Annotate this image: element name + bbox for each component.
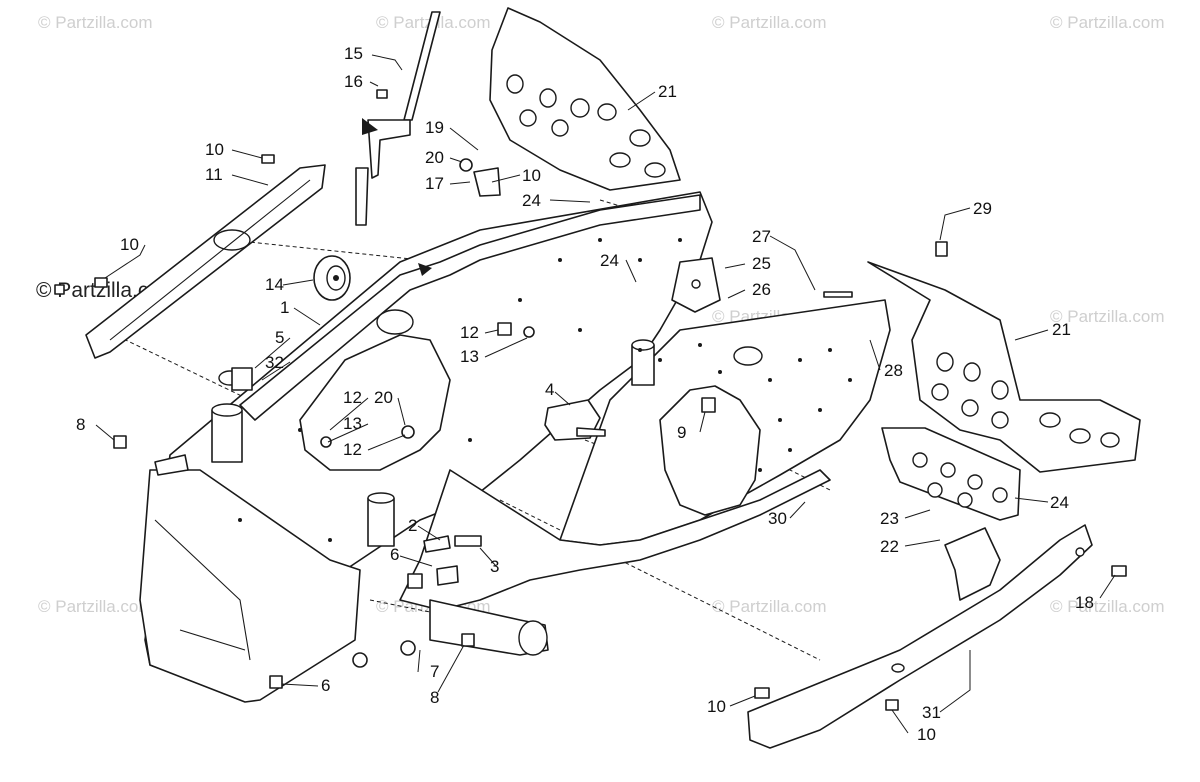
callout-21: 21 — [658, 82, 677, 101]
watermark: © Partzilla.com — [1050, 13, 1165, 32]
callout-14: 14 — [265, 275, 284, 294]
footrest-right — [867, 261, 1141, 473]
watermark: © Partzilla.com — [1050, 307, 1165, 326]
watermark: © Partzilla.com — [1050, 597, 1165, 616]
callout-32: 32 — [265, 353, 284, 372]
watermark: © Partzilla.com — [712, 13, 827, 32]
steering-post — [355, 11, 441, 226]
callout-13: 13 — [343, 414, 362, 433]
callout-29: 29 — [973, 199, 992, 218]
main-frame — [139, 191, 891, 703]
callout-8: 8 — [76, 415, 85, 434]
callout-10: 10 — [522, 166, 541, 185]
callout-2: 2 — [408, 516, 417, 535]
callout-24: 24 — [1050, 493, 1069, 512]
callout-16: 16 — [344, 72, 363, 91]
callout-26: 26 — [752, 280, 771, 299]
rivet-dots — [238, 238, 852, 542]
callout-31: 31 — [922, 703, 941, 722]
watermark: © Partzilla.com — [38, 597, 153, 616]
callout-10: 10 — [707, 697, 726, 716]
callout-12: 12 — [343, 388, 362, 407]
callout-7: 7 — [430, 662, 439, 681]
callout-4: 4 — [545, 380, 554, 399]
callout-6: 6 — [321, 676, 330, 695]
callout-23: 23 — [880, 509, 899, 528]
callout-24: 24 — [600, 251, 619, 270]
callout-9: 9 — [677, 423, 686, 442]
hardware — [54, 89, 1127, 711]
callout-20: 20 — [374, 388, 393, 407]
callout-10: 10 — [120, 235, 139, 254]
front-rail — [85, 164, 326, 359]
callout-25: 25 — [752, 254, 771, 273]
callout-3: 3 — [490, 557, 499, 576]
callout-15: 15 — [344, 44, 363, 63]
callout-28: 28 — [884, 361, 903, 380]
bracket-25 — [671, 257, 721, 313]
running-board — [747, 524, 1093, 749]
callout-19: 19 — [425, 118, 444, 137]
callout-27: 27 — [752, 227, 771, 246]
callout-labels: 15 16 10 11 10 14 1 5 32 8 19 20 17 10 2… — [76, 44, 1094, 744]
callout-6: 6 — [390, 545, 399, 564]
callout-11: 11 — [205, 165, 223, 184]
watermark: © Partzilla.com — [712, 597, 827, 616]
callout-18: 18 — [1075, 593, 1094, 612]
callout-5: 5 — [275, 328, 284, 347]
callout-13: 13 — [460, 347, 479, 366]
callout-1: 1 — [280, 298, 289, 317]
callout-8: 8 — [430, 688, 439, 707]
callout-30: 30 — [768, 509, 787, 528]
callout-12: 12 — [343, 440, 362, 459]
footrest-upper — [489, 7, 681, 191]
leader-lines — [95, 54, 1116, 734]
callout-24: 24 — [522, 191, 541, 210]
callout-10: 10 — [917, 725, 936, 744]
callout-21: 21 — [1052, 320, 1071, 339]
callout-12: 12 — [460, 323, 479, 342]
heel-plate — [881, 427, 1021, 521]
callout-22: 22 — [880, 537, 899, 556]
idler-wheel — [313, 255, 351, 301]
callout-17: 17 — [425, 174, 444, 193]
callout-20: 20 — [425, 148, 444, 167]
watermark: © Partzilla.com — [38, 13, 153, 32]
callout-10: 10 — [205, 140, 224, 159]
